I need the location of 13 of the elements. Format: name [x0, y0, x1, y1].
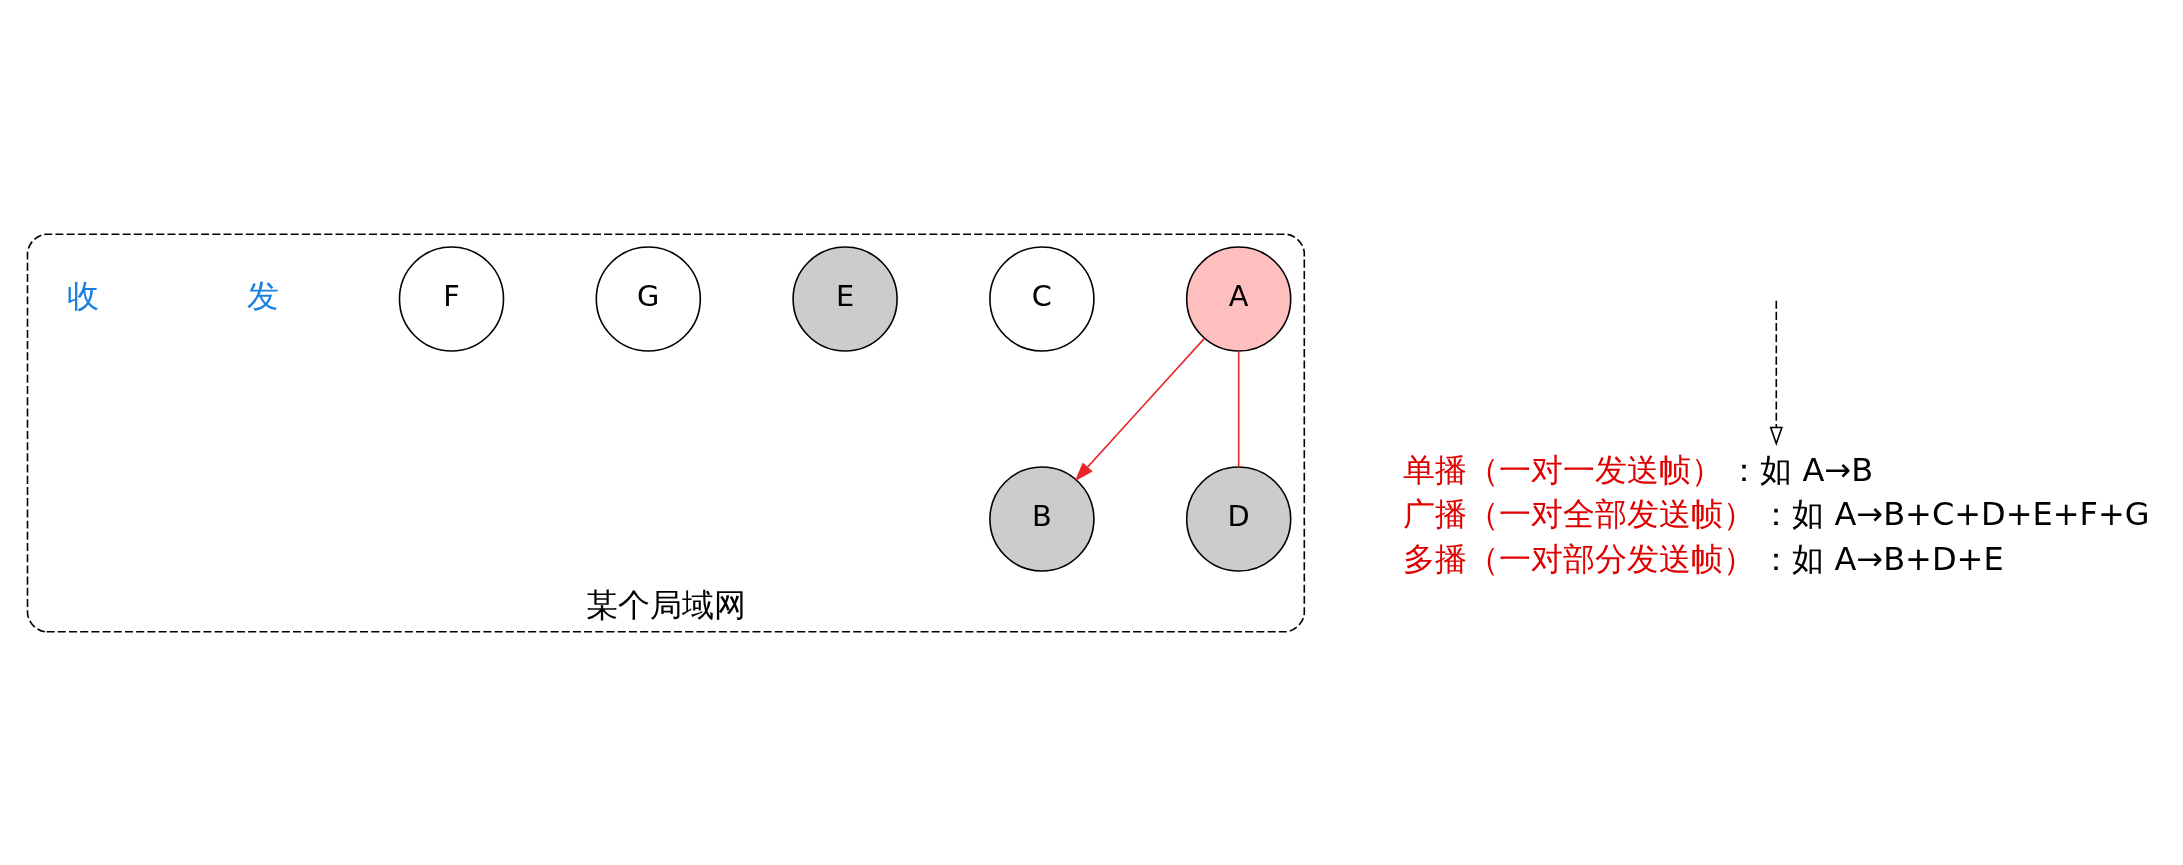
- arrow: [1074, 337, 1206, 481]
- label: 收: [67, 276, 100, 315]
- node-circle: F: [398, 245, 505, 352]
- node-circle: A: [1185, 245, 1292, 352]
- node-text: 单播（一对一发送帧）：如 A→B 广播（一对全部发送帧）：如 A→B+C+D+E+F+G 多播（一对部分发送帧）：如 A→B+D+E: [1403, 450, 2150, 578]
- label: 发: [246, 276, 279, 315]
- connector: [1237, 350, 1240, 468]
- node-circle: B: [989, 465, 1095, 572]
- node-circle: D: [1185, 465, 1292, 572]
- arrow: [1769, 299, 1784, 446]
- node-circle: G: [595, 245, 702, 352]
- node-circle: E: [792, 245, 898, 352]
- node-circle: C: [989, 245, 1095, 352]
